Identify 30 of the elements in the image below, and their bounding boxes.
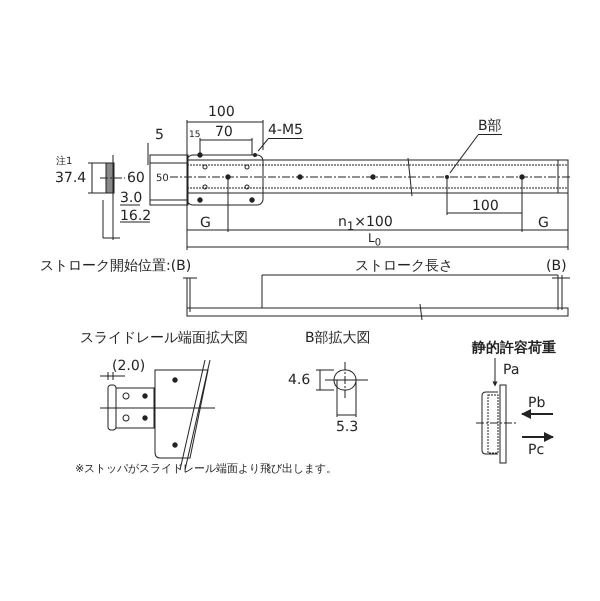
annotation-text: ストローク長さ	[355, 258, 453, 274]
dimension-label: 5	[155, 127, 164, 143]
dimension-label: G	[538, 215, 549, 231]
dimension-label: 16.2	[120, 208, 152, 224]
dimension-label: G	[200, 215, 211, 231]
leader-text: 4-M5	[268, 122, 303, 139]
annotation-text: ストローク開始位置:(B)	[40, 258, 192, 274]
note-label: 注1	[56, 154, 72, 169]
leader-line	[449, 134, 478, 174]
dimension-label: 4.6	[288, 372, 310, 388]
dimension-label: 50	[156, 172, 169, 186]
dimension-label: 15	[189, 129, 200, 142]
dimension-label: 37.4	[55, 170, 86, 186]
view-title: 静的許容荷重	[472, 340, 556, 356]
dimension-label: L$_{0}$	[368, 231, 382, 250]
force-label: Pa	[503, 362, 520, 378]
view-title: スライドレール端面拡大図	[80, 330, 248, 346]
dimension-label: (2.0)	[112, 358, 146, 374]
leader-line	[258, 138, 268, 152]
dimension-label: 100	[472, 198, 499, 214]
annotation-text: (B)	[546, 258, 567, 274]
dimension-label: 5.3	[336, 419, 358, 435]
dimension-label: 3.0	[120, 190, 142, 206]
dimension-label: 60	[127, 170, 145, 186]
leader-text: B部	[478, 118, 502, 135]
force-label: Pc	[528, 442, 544, 458]
dimension-label: 70	[215, 124, 233, 140]
force-label: Pb	[528, 395, 546, 411]
dimension-label: 100	[208, 104, 235, 120]
view-title: B部拡大図	[305, 330, 371, 346]
